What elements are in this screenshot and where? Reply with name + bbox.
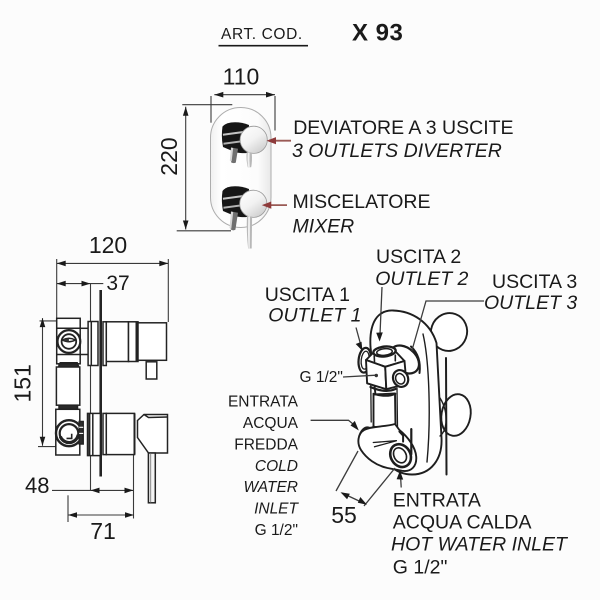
- svg-text:120: 120: [89, 232, 127, 258]
- svg-text:48: 48: [25, 473, 49, 498]
- svg-text:G 1/2": G 1/2": [300, 369, 343, 386]
- svg-text:ENTRATA: ENTRATA: [228, 394, 299, 411]
- svg-text:ENTRATA: ENTRATA: [393, 489, 481, 511]
- svg-text:USCITA 2: USCITA 2: [376, 246, 461, 268]
- svg-text:3 OUTLETS DIVERTER: 3 OUTLETS DIVERTER: [292, 140, 502, 162]
- svg-text:HOT WATER INLET: HOT WATER INLET: [391, 533, 569, 555]
- svg-text:ART. COD.: ART. COD.: [221, 26, 303, 43]
- svg-text:X 93: X 93: [352, 19, 403, 46]
- svg-text:COLD: COLD: [255, 458, 298, 475]
- svg-text:55: 55: [331, 502, 357, 528]
- svg-text:OUTLET 2: OUTLET 2: [375, 268, 468, 290]
- svg-text:G 1/2": G 1/2": [393, 557, 448, 579]
- svg-text:ACQUA: ACQUA: [243, 415, 299, 432]
- svg-text:110: 110: [223, 64, 260, 90]
- svg-text:OUTLET 1: OUTLET 1: [268, 304, 361, 326]
- svg-text:151: 151: [10, 364, 36, 402]
- svg-text:INLET: INLET: [254, 501, 299, 518]
- svg-text:FREDDA: FREDDA: [234, 436, 298, 453]
- svg-text:USCITA 3: USCITA 3: [492, 271, 577, 293]
- svg-text:MISCELATORE: MISCELATORE: [293, 191, 431, 213]
- svg-text:USCITA 1: USCITA 1: [265, 284, 350, 306]
- svg-text:DEVIATORE A 3 USCITE: DEVIATORE A 3 USCITE: [293, 117, 513, 139]
- svg-text:WATER: WATER: [243, 479, 298, 496]
- svg-text:71: 71: [90, 518, 116, 544]
- svg-text:ACQUA CALDA: ACQUA CALDA: [393, 511, 532, 533]
- svg-text:MIXER: MIXER: [293, 216, 355, 238]
- svg-text:OUTLET 3: OUTLET 3: [484, 292, 577, 314]
- svg-text:G 1/2": G 1/2": [255, 522, 298, 539]
- svg-text:37: 37: [106, 272, 129, 295]
- svg-text:220: 220: [156, 137, 182, 175]
